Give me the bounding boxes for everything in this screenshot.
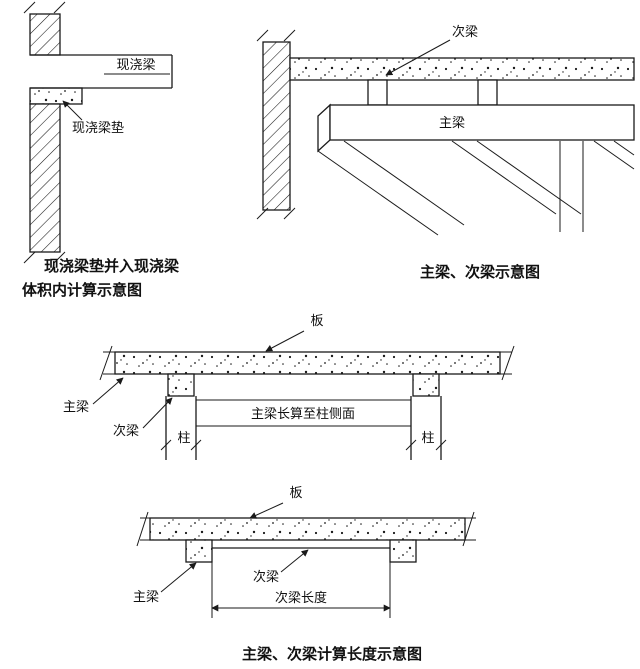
leader-line xyxy=(62,100,83,121)
secondary-beam-stub xyxy=(367,79,388,106)
perspective-beam-edge xyxy=(451,140,557,215)
label-secondary-beam: 次梁 xyxy=(452,24,478,40)
leader-line xyxy=(249,502,284,519)
label-cast-beam-pad: 现浇梁垫 xyxy=(72,120,124,136)
label-secondary-beam: 次梁 xyxy=(253,569,279,585)
beam-cut-section-right xyxy=(412,373,440,397)
leader-line xyxy=(142,397,173,429)
break-mark xyxy=(160,439,172,451)
dimension-text-secondary-beam: 次梁长度 xyxy=(275,590,327,606)
beam-pad-section xyxy=(29,87,83,105)
perspective-beam-edge xyxy=(476,140,582,215)
label-slab: 板 xyxy=(289,486,302,501)
break-mark xyxy=(23,251,36,264)
slab-section xyxy=(149,517,466,541)
perspective-beam-edge xyxy=(613,140,635,156)
leader-line xyxy=(160,562,197,593)
caption-b: 主梁、次梁示意图 xyxy=(420,263,540,281)
break-mark xyxy=(405,439,417,451)
diagram-beam-axonometric: 主梁 次梁 主梁、次梁示意图 xyxy=(256,24,635,281)
leader-line xyxy=(265,330,305,352)
perspective-beam-edge xyxy=(593,140,635,170)
slab-section xyxy=(114,351,501,375)
break-mark xyxy=(53,251,66,264)
label-main-beam: 主梁 xyxy=(439,116,465,131)
break-mark xyxy=(435,439,447,451)
label-cast-beam: 现浇梁 xyxy=(116,58,155,73)
label-secondary-beam: 次梁 xyxy=(113,423,139,439)
break-mark xyxy=(190,439,202,451)
slab-section xyxy=(289,57,635,81)
diagram-secondary-beam-length: 次梁长度 板 主梁 次梁 主梁、次梁计算长度示意图 xyxy=(133,486,476,663)
label-slab: 板 xyxy=(310,314,323,329)
break-mark xyxy=(283,207,296,220)
caption-a-line1: 现浇梁垫并入现浇梁 xyxy=(44,257,180,275)
wall-section xyxy=(262,41,291,211)
break-mark xyxy=(53,1,66,14)
break-mark xyxy=(283,29,296,42)
main-beam-cut-section-right xyxy=(389,539,417,563)
leader-line xyxy=(385,39,451,76)
break-mark xyxy=(136,511,149,547)
leader-line xyxy=(92,377,124,405)
label-column-right: 柱 xyxy=(421,431,434,446)
beam-cut-section-left xyxy=(167,373,195,397)
main-beam-front-face xyxy=(329,104,635,141)
secondary-beam-stub xyxy=(477,79,498,106)
dimension-text-main-beam: 主梁长算至柱侧面 xyxy=(251,407,355,422)
perspective-beam-edge xyxy=(317,150,439,236)
label-main-beam: 主梁 xyxy=(133,590,159,605)
label-column-left: 柱 xyxy=(177,431,190,446)
break-mark xyxy=(99,345,113,381)
break-mark xyxy=(256,207,269,220)
wall-lower-section xyxy=(29,103,61,253)
main-beam-end-face xyxy=(317,103,331,153)
caption-a-line2: 体积内计算示意图 xyxy=(22,281,142,299)
caption-d: 主梁、次梁计算长度示意图 xyxy=(242,645,422,663)
break-mark xyxy=(256,29,269,42)
label-main-beam: 主梁 xyxy=(63,400,89,415)
perspective-beam-edge xyxy=(343,140,465,226)
main-beam-cut-section-left xyxy=(185,539,213,563)
break-mark xyxy=(501,345,515,381)
diagram-cast-beam-pad: 现浇梁 现浇梁垫 现浇梁垫并入现浇梁 体积内计算示意图 xyxy=(22,1,180,299)
diagram-main-beam-length: 主梁长算至柱侧面 板 主梁 次梁 柱 柱 xyxy=(63,314,515,460)
leader-line xyxy=(280,549,309,573)
wall-upper-section xyxy=(29,13,61,56)
break-mark xyxy=(462,511,475,547)
break-mark xyxy=(23,1,36,14)
